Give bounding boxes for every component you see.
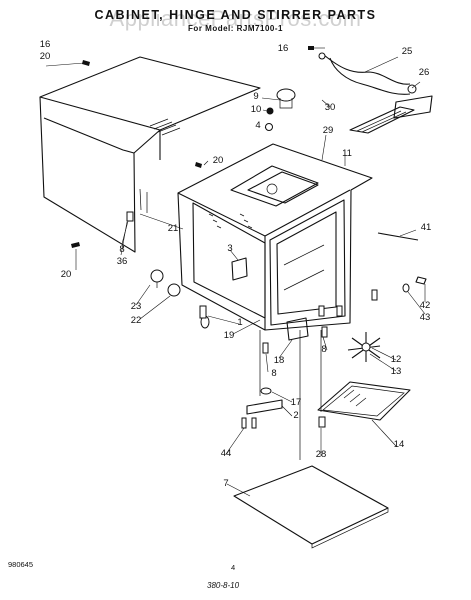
callout-17: 17 — [290, 397, 302, 408]
hinge-parts — [200, 257, 309, 415]
bottom-cover-plate — [233, 465, 389, 549]
callout-21: 21 — [167, 223, 179, 234]
cabinet-vent-slots — [149, 118, 181, 136]
callout-9: 9 — [253, 91, 259, 102]
callout-18: 18 — [273, 355, 285, 366]
callout-41: 41 — [420, 222, 432, 233]
callout-43: 43 — [419, 312, 431, 323]
callout-16-left: 16 — [39, 39, 51, 50]
handwritten-code: 380-8-10 — [207, 581, 240, 590]
diagram-subtitle: For Model: RJM7100-1 — [188, 24, 283, 33]
callout-13: 13 — [390, 366, 402, 377]
vent-grille — [349, 95, 433, 134]
stirrer-shield — [317, 381, 411, 421]
callout-19: 19 — [223, 330, 235, 341]
lamp-and-socket — [150, 269, 181, 297]
callout-25: 25 — [401, 46, 413, 57]
callout-42: 42 — [419, 300, 431, 311]
leader-lines — [45, 47, 426, 497]
callout-1: 1 — [237, 317, 243, 328]
stirrer-cover — [247, 171, 319, 204]
page-number: 4 — [231, 563, 236, 572]
rod-41 — [377, 232, 419, 241]
callout-8-right: 8 — [321, 344, 327, 355]
callout-4: 4 — [255, 120, 261, 131]
callout-22: 22 — [130, 315, 142, 326]
callout-8-left: 8 — [119, 244, 125, 255]
watermark: AppliancePartsPros.com — [109, 6, 362, 31]
callout-44: 44 — [220, 448, 232, 459]
callout-2: 2 — [293, 410, 299, 421]
diagram-title: CABINET, HINGE AND STIRRER PARTS — [94, 8, 377, 22]
callout-7: 7 — [223, 478, 229, 489]
callout-10: 10 — [250, 104, 262, 115]
callout-3: 3 — [227, 243, 233, 254]
screws — [71, 46, 427, 429]
footer-code: 980645 — [8, 560, 34, 569]
stirrer-blade — [347, 332, 381, 362]
callout-20-middle: 20 — [212, 155, 224, 166]
chassis-frame — [177, 143, 373, 331]
callout-30: 30 — [324, 102, 336, 113]
cabinet-wrapper — [39, 56, 261, 253]
callout-20-bottom-left: 20 — [60, 269, 72, 280]
callout-23: 23 — [130, 301, 142, 312]
callout-12: 12 — [390, 354, 402, 365]
callout-14: 14 — [393, 439, 405, 450]
callout-11: 11 — [342, 148, 352, 159]
callout-36: 36 — [116, 256, 128, 267]
callout-20-top-left: 20 — [39, 51, 51, 62]
callout-29: 29 — [322, 125, 334, 136]
stirrer-motor — [265, 88, 296, 131]
callout-26: 26 — [418, 67, 430, 78]
callout-8-center: 8 — [271, 368, 277, 379]
wire-harness — [318, 52, 417, 95]
callout-16-top: 16 — [277, 43, 289, 54]
callout-28: 28 — [315, 449, 327, 460]
